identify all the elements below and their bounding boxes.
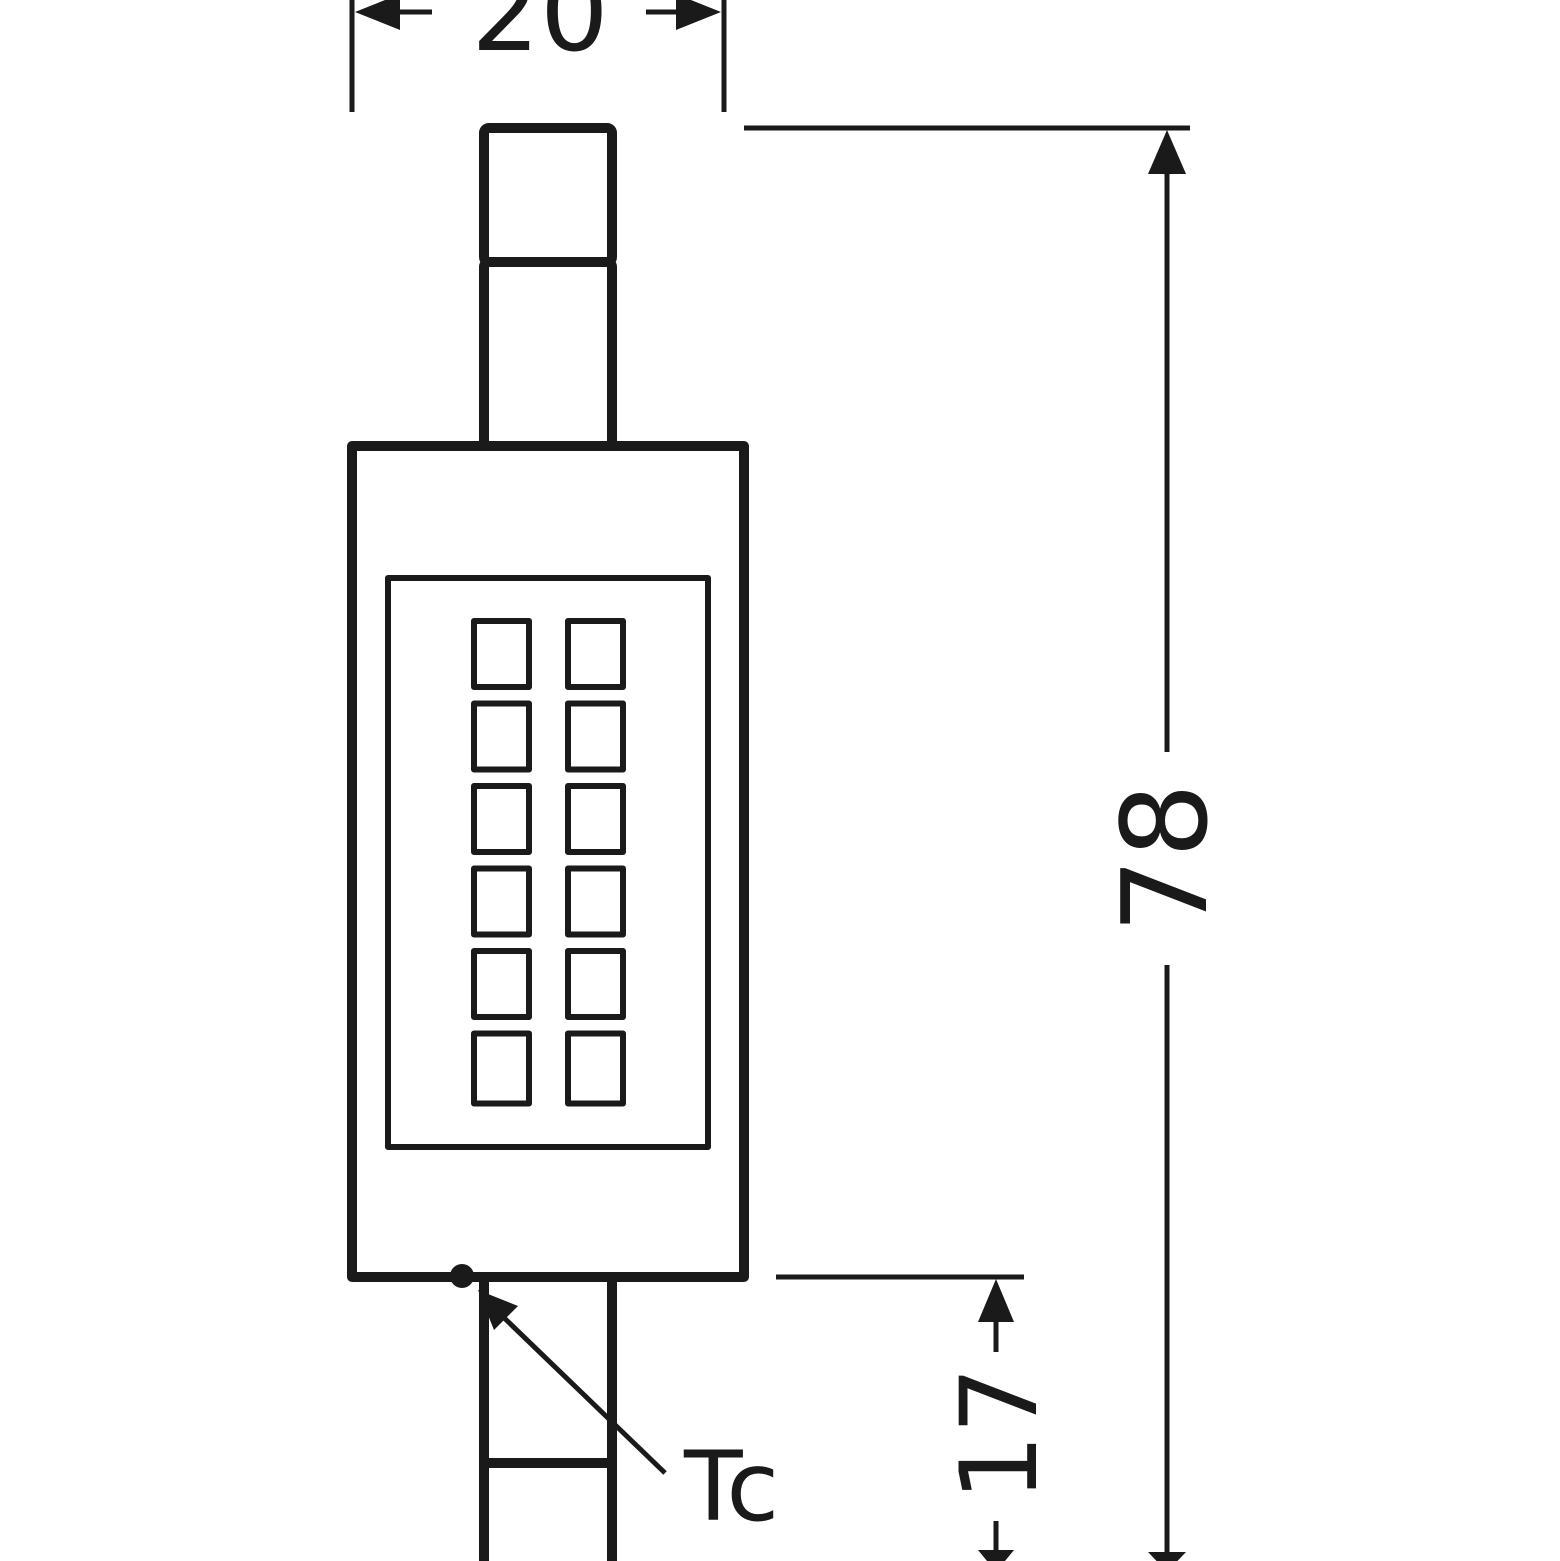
led-chip bbox=[471, 865, 532, 938]
led-chip bbox=[471, 783, 532, 855]
base-dimension: 17 bbox=[776, 1274, 1061, 1561]
height-arrow-top bbox=[1148, 130, 1186, 174]
led-chip bbox=[565, 865, 626, 938]
led-chip bbox=[565, 700, 626, 773]
led-grid bbox=[471, 618, 626, 1107]
base-label: 17 bbox=[938, 1367, 1061, 1502]
width-label: 20 bbox=[471, 0, 608, 76]
led-chip bbox=[565, 618, 626, 690]
width-arrow-left bbox=[355, 0, 400, 30]
tc-leader-arrow bbox=[478, 1290, 518, 1330]
top-pin-cap bbox=[479, 123, 617, 267]
lamp-body bbox=[347, 123, 749, 1561]
bottom-pin-cap bbox=[479, 1458, 617, 1561]
height-dimension: 78 bbox=[744, 125, 1234, 1561]
led-chip bbox=[471, 948, 532, 1020]
base-arrow-top bbox=[978, 1279, 1014, 1322]
led-chip bbox=[471, 618, 532, 690]
tc-label: Tc bbox=[683, 1431, 779, 1543]
tc-annotation: Tc bbox=[450, 1264, 779, 1543]
led-chip bbox=[565, 1030, 626, 1107]
led-window bbox=[385, 575, 711, 1150]
width-arrow-right bbox=[676, 0, 721, 30]
width-dimension: 20 bbox=[349, 0, 727, 112]
led-chip bbox=[565, 783, 626, 855]
led-chip bbox=[471, 700, 532, 773]
led-chip bbox=[471, 1030, 532, 1107]
lamp-housing bbox=[347, 441, 749, 1282]
height-label: 78 bbox=[1096, 783, 1234, 933]
height-arrow-bottom bbox=[1148, 1552, 1186, 1561]
led-chip bbox=[565, 948, 626, 1020]
tc-leader-line bbox=[495, 1309, 667, 1475]
base-arrow-bottom bbox=[978, 1550, 1014, 1561]
tc-point bbox=[450, 1264, 474, 1288]
top-pin-shaft bbox=[479, 257, 617, 451]
